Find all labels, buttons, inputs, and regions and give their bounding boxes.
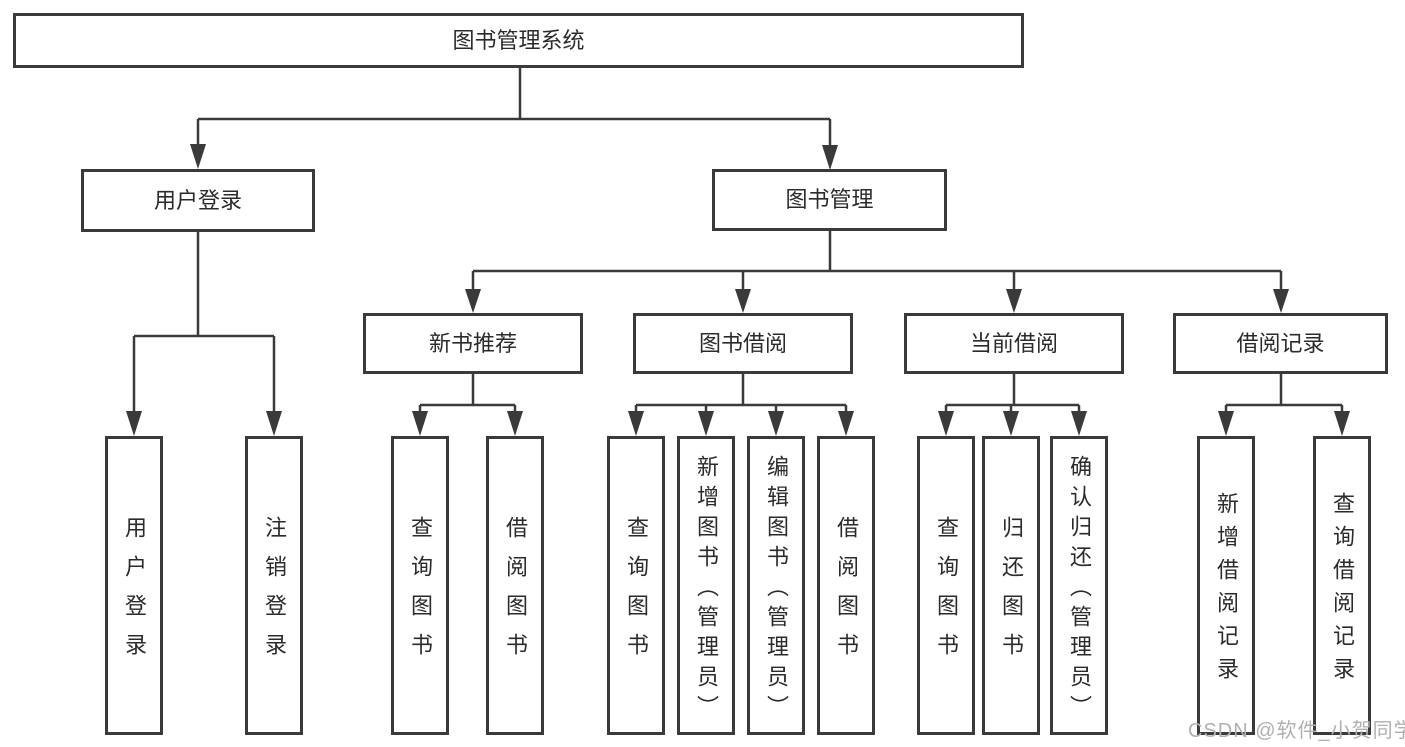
node-current-borrowing: 当前借阅: [904, 313, 1124, 374]
leaf-label: 查询借阅记录: [1330, 492, 1355, 690]
leaf-label: 确认归还（管理员）: [1067, 454, 1092, 725]
node-borrowing-records: 借阅记录: [1173, 313, 1388, 374]
leaf-borrow-books-recommend: 借阅图书: [486, 436, 544, 735]
leaf-label: 编辑图书（管理员）: [764, 454, 789, 725]
leaf-add-borrow-record: 新增借阅记录: [1197, 436, 1255, 735]
leaf-label: 新增图书（管理员）: [694, 454, 719, 725]
node-label: 当前借阅: [969, 330, 1058, 356]
node-book-borrowing: 图书借阅: [633, 313, 853, 374]
leaf-label: 用户登录: [122, 516, 147, 672]
leaf-logout: 注销登录: [245, 436, 303, 735]
leaf-query-books-current: 查询图书: [917, 436, 975, 735]
leaf-label: 查询图书: [934, 516, 959, 672]
node-label: 图书借阅: [698, 330, 787, 356]
leaf-query-books-borrow: 查询图书: [607, 436, 665, 735]
leaf-label: 查询图书: [408, 516, 433, 672]
node-library-management-system: 图书管理系统: [13, 13, 1024, 68]
leaf-label: 借阅图书: [503, 516, 528, 672]
node-label: 借阅记录: [1236, 330, 1325, 356]
leaf-edit-books-admin: 编辑图书（管理员）: [747, 436, 805, 735]
node-label: 用户登录: [153, 187, 242, 213]
leaf-label: 注销登录: [262, 516, 287, 672]
arrowheads: [126, 144, 1350, 436]
leaf-confirm-return-admin: 确认归还（管理员）: [1050, 436, 1108, 735]
leaf-label: 归还图书: [999, 516, 1024, 672]
node-new-book-recommendation: 新书推荐: [363, 313, 583, 374]
leaf-add-books-admin: 新增图书（管理员）: [677, 436, 735, 735]
leaf-query-books-recommend: 查询图书: [391, 436, 449, 735]
leaf-return-books: 归还图书: [982, 436, 1040, 735]
leaf-label: 新增借阅记录: [1214, 492, 1239, 690]
leaf-borrow-books: 借阅图书: [817, 436, 875, 735]
node-user-login: 用户登录: [81, 169, 315, 232]
node-book-management: 图书管理: [712, 169, 947, 231]
leaf-label: 查询图书: [624, 516, 649, 672]
connector-strokes: [132, 68, 1344, 413]
node-label: 图书管理: [785, 187, 874, 212]
leaf-label: 借阅图书: [834, 516, 859, 672]
csdn-watermark: CSDN @软件_小贺同学: [1188, 720, 1405, 742]
node-label: 新书推荐: [428, 330, 517, 356]
leaf-user-login: 用户登录: [105, 436, 163, 735]
leaf-query-borrow-record: 查询借阅记录: [1313, 436, 1371, 735]
node-label: 图书管理系统: [452, 27, 585, 53]
